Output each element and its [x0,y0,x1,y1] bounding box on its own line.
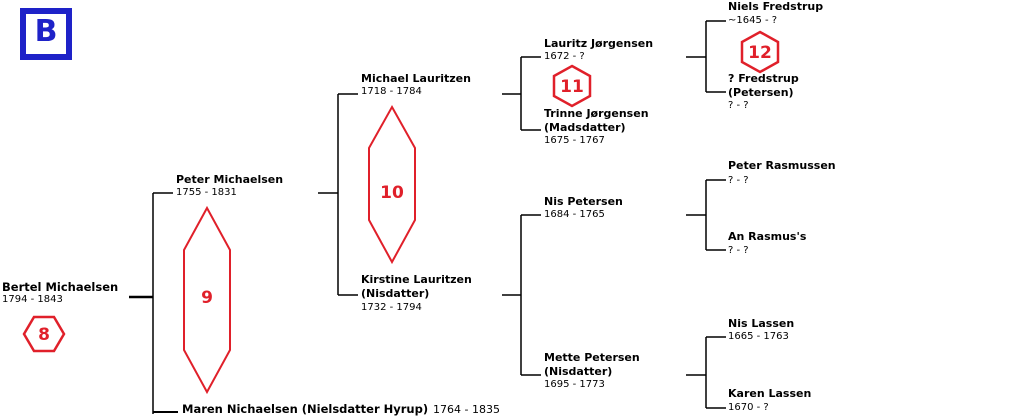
person-dates-nis-l: 1665 - 1763 [728,331,789,342]
person-dates-kirstine-l: 1732 - 1794 [361,302,422,313]
person-dates-niels-f: ~1645 - ? [728,15,778,26]
person-name-peter-r: Peter Rasmussen [728,159,836,172]
person-dates-maren: 1764 - 1835 [433,403,500,416]
person-dates-peter-r: ? - ? [728,175,749,186]
person-name-trinne-j: Trinne Jørgensen [544,107,649,120]
person-dates-trinne-j: 1675 - 1767 [544,135,605,146]
marker-11-label: 11 [560,77,584,97]
person-dates-an-r: ? - ? [728,245,749,256]
person-dates-q-fredstrup: ? - ? [728,100,749,111]
person-dates-peter-m: 1755 - 1831 [176,187,237,198]
person-name-kirstine-l-line2: (Nisdatter) [361,287,430,300]
person-name-peter-m: Peter Michaelsen [176,173,284,186]
person-dates-mette-p: 1695 - 1773 [544,379,605,390]
person-name-kirstine-l: Kirstine Lauritzen [361,273,472,286]
person-name-q-fredstrup-line2: (Petersen) [728,86,794,99]
marker-8-label: 8 [38,325,50,345]
person-name-nis-p: Nis Petersen [544,195,623,208]
person-name-q-fredstrup: ? Fredstrup [728,72,799,85]
marker-12-label: 12 [748,43,772,63]
person-name-mette-p: Mette Petersen [544,351,640,364]
section-badge: B [20,8,72,60]
marker-12: 12 [740,30,780,74]
connector-lines [129,20,726,414]
person-name-lauritz-j: Lauritz Jørgensen [544,37,654,50]
section-letter: B [34,14,58,49]
marker-10: 10 [368,104,416,265]
person-name-karen-l: Karen Lassen [728,387,812,400]
person-dates-michael-l: 1718 - 1784 [361,86,422,97]
marker-9-label: 9 [201,288,213,308]
person-name-nis-l: Nis Lassen [728,317,795,330]
person-name-michael-l: Michael Lauritzen [361,72,471,85]
marker-11: 11 [552,64,592,108]
person-name-maren: Maren Nichaelsen (Nielsdatter Hyrup) [182,402,429,416]
person-dates-bertel: 1794 - 1843 [2,294,63,305]
person-name-niels-f: Niels Fredstrup [728,0,824,13]
person-dates-karen-l: 1670 - ? [728,402,769,413]
person-name-trinne-j-line2: (Madsdatter) [544,121,626,134]
person-dates-lauritz-j: 1672 - ? [544,51,585,62]
person-name-an-r: An Rasmus's [728,230,807,243]
marker-9: 9 [183,205,231,395]
section-badge-inner: B [26,14,66,54]
marker-8: 8 [22,315,66,353]
person-dates-nis-p: 1684 - 1765 [544,209,605,220]
marker-10-label: 10 [380,183,404,203]
person-name-bertel: Bertel Michaelsen [2,280,119,294]
person-name-mette-p-line2: (Nisdatter) [544,365,613,378]
